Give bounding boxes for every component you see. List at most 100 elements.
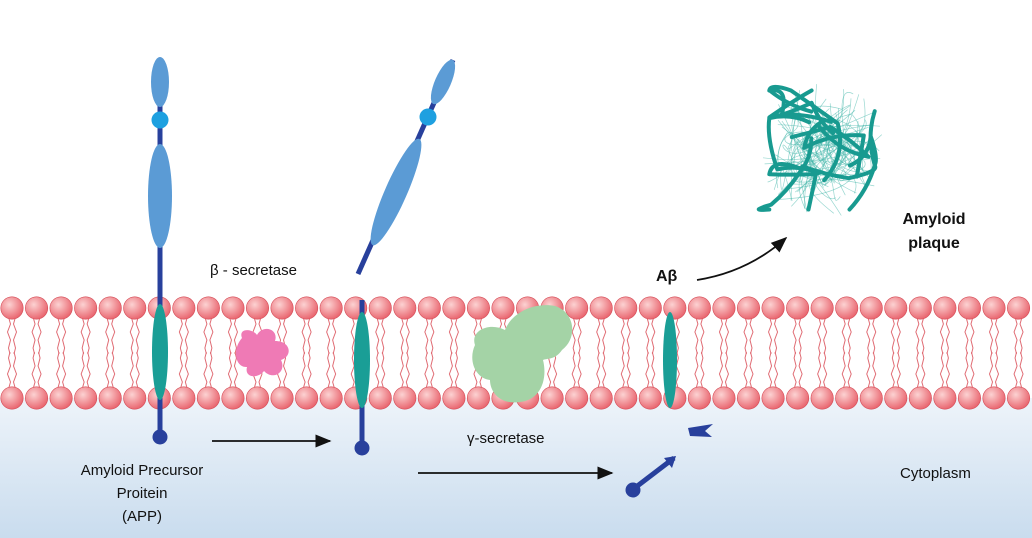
lipid-head-outer	[491, 296, 515, 320]
lipid-head-inner	[246, 386, 270, 410]
lipid-tail	[209, 351, 214, 390]
lipid-tail	[227, 316, 232, 355]
lipid-head-outer	[835, 296, 859, 320]
lipid-tail	[774, 316, 779, 355]
lipid-head-inner	[1007, 386, 1031, 410]
lipid-tail	[375, 316, 380, 355]
lipid-head-inner	[565, 386, 589, 410]
lipid-tail	[111, 316, 116, 355]
lipid-tail	[31, 316, 36, 355]
lipid-tail	[792, 316, 797, 355]
lipid-tail	[749, 351, 754, 390]
lipid-head-outer	[810, 296, 834, 320]
lipid-head-outer	[614, 296, 638, 320]
lipid-tail	[553, 351, 558, 390]
lipid-tail	[915, 351, 920, 390]
lipid-head-inner	[319, 386, 343, 410]
lipid-tail	[227, 351, 232, 390]
lipid-tail	[798, 316, 803, 355]
lipid-tail	[6, 316, 12, 355]
lipid-head-outer	[0, 296, 24, 320]
lipid-tail	[375, 351, 380, 390]
lipid-head-inner	[123, 386, 147, 410]
lipid-tail	[841, 351, 846, 390]
lipid-head-outer	[565, 296, 589, 320]
lipid-head-outer	[786, 296, 810, 320]
lipid-tail	[768, 351, 773, 390]
lipid-tail	[651, 316, 656, 355]
lipid-tail	[724, 316, 729, 355]
lipid-head-inner	[982, 386, 1006, 410]
lipid-heads	[0, 296, 1031, 410]
lipid-tail	[945, 351, 950, 390]
aicd-fragment	[625, 456, 676, 498]
plaque-fibril-thin	[835, 138, 871, 182]
lipid-head-inner	[295, 386, 319, 410]
lipid-tail	[921, 351, 926, 390]
lipid-tail	[700, 316, 705, 355]
cytoplasm-label: Cytoplasm	[900, 465, 971, 482]
beta-secretase-enzyme	[235, 328, 289, 377]
lipid-tail	[6, 351, 12, 390]
lipid-tail	[939, 351, 944, 390]
lipid-head-inner	[712, 386, 736, 410]
lipid-head-outer	[761, 296, 785, 320]
lipid-tail	[694, 351, 699, 390]
app-top-domain	[151, 57, 169, 107]
plaque-fibril-thin	[791, 106, 814, 207]
lipid-head-inner	[638, 386, 662, 410]
lipid-tail	[847, 351, 852, 390]
lipid-head-outer	[393, 296, 417, 320]
lipid-head-outer	[196, 296, 220, 320]
lipid-head-outer	[221, 296, 245, 320]
lipid-head-inner	[736, 386, 760, 410]
lipid-tail	[939, 316, 944, 355]
beta-secretase-label: β - secretase	[210, 262, 297, 279]
plaque-fibril-thin	[815, 121, 857, 194]
lipid-tail	[626, 316, 631, 355]
lipid-tail	[105, 351, 110, 390]
lipid-head-outer	[123, 296, 147, 320]
app-hinge	[151, 111, 169, 129]
c99-transmembrane-domain	[354, 312, 370, 408]
lipid-tail	[12, 316, 18, 355]
plaque-fibril-thick	[767, 161, 818, 212]
lipid-head-inner	[368, 386, 392, 410]
lipid-tail	[31, 351, 36, 390]
lipid-tail	[326, 316, 331, 355]
lipid-head-outer	[172, 296, 196, 320]
lipid-head-inner	[786, 386, 810, 410]
lipid-tail	[301, 351, 306, 390]
lipid-tail	[988, 316, 994, 355]
lipid-head-outer	[1007, 296, 1031, 320]
lipid-tail	[178, 351, 183, 390]
lipid-tail	[718, 351, 723, 390]
lipid-head-outer	[98, 296, 122, 320]
lipid-tail	[988, 351, 994, 390]
lipid-tail	[768, 316, 773, 355]
aicd-notch	[664, 456, 676, 468]
lipid-tail	[596, 351, 601, 390]
lipid-tail	[718, 316, 723, 355]
app-transmembrane-domain	[152, 304, 168, 400]
amyloid-plaque-label-line1: Amyloid	[902, 211, 965, 228]
lipid-head-inner	[172, 386, 196, 410]
plaque-fibril-thick	[847, 109, 878, 168]
lipid-tail	[111, 351, 116, 390]
sapp-beta-large-domain	[370, 138, 422, 246]
lipid-tail	[56, 351, 61, 390]
lipid-tail	[896, 316, 901, 355]
lipid-tail	[724, 351, 729, 390]
lipid-tail	[56, 316, 61, 355]
lipid-head-inner	[835, 386, 859, 410]
lipid-tail	[571, 316, 576, 355]
lipid-head-inner	[614, 386, 638, 410]
app-large-domain	[148, 144, 172, 248]
lipid-tail	[332, 316, 337, 355]
lipid-tail	[448, 351, 453, 390]
lipid-tail	[135, 351, 140, 390]
lipid-tail	[430, 316, 435, 355]
lipid-tail	[596, 316, 601, 355]
lipid-tail	[651, 351, 656, 390]
lipid-tail	[105, 316, 110, 355]
